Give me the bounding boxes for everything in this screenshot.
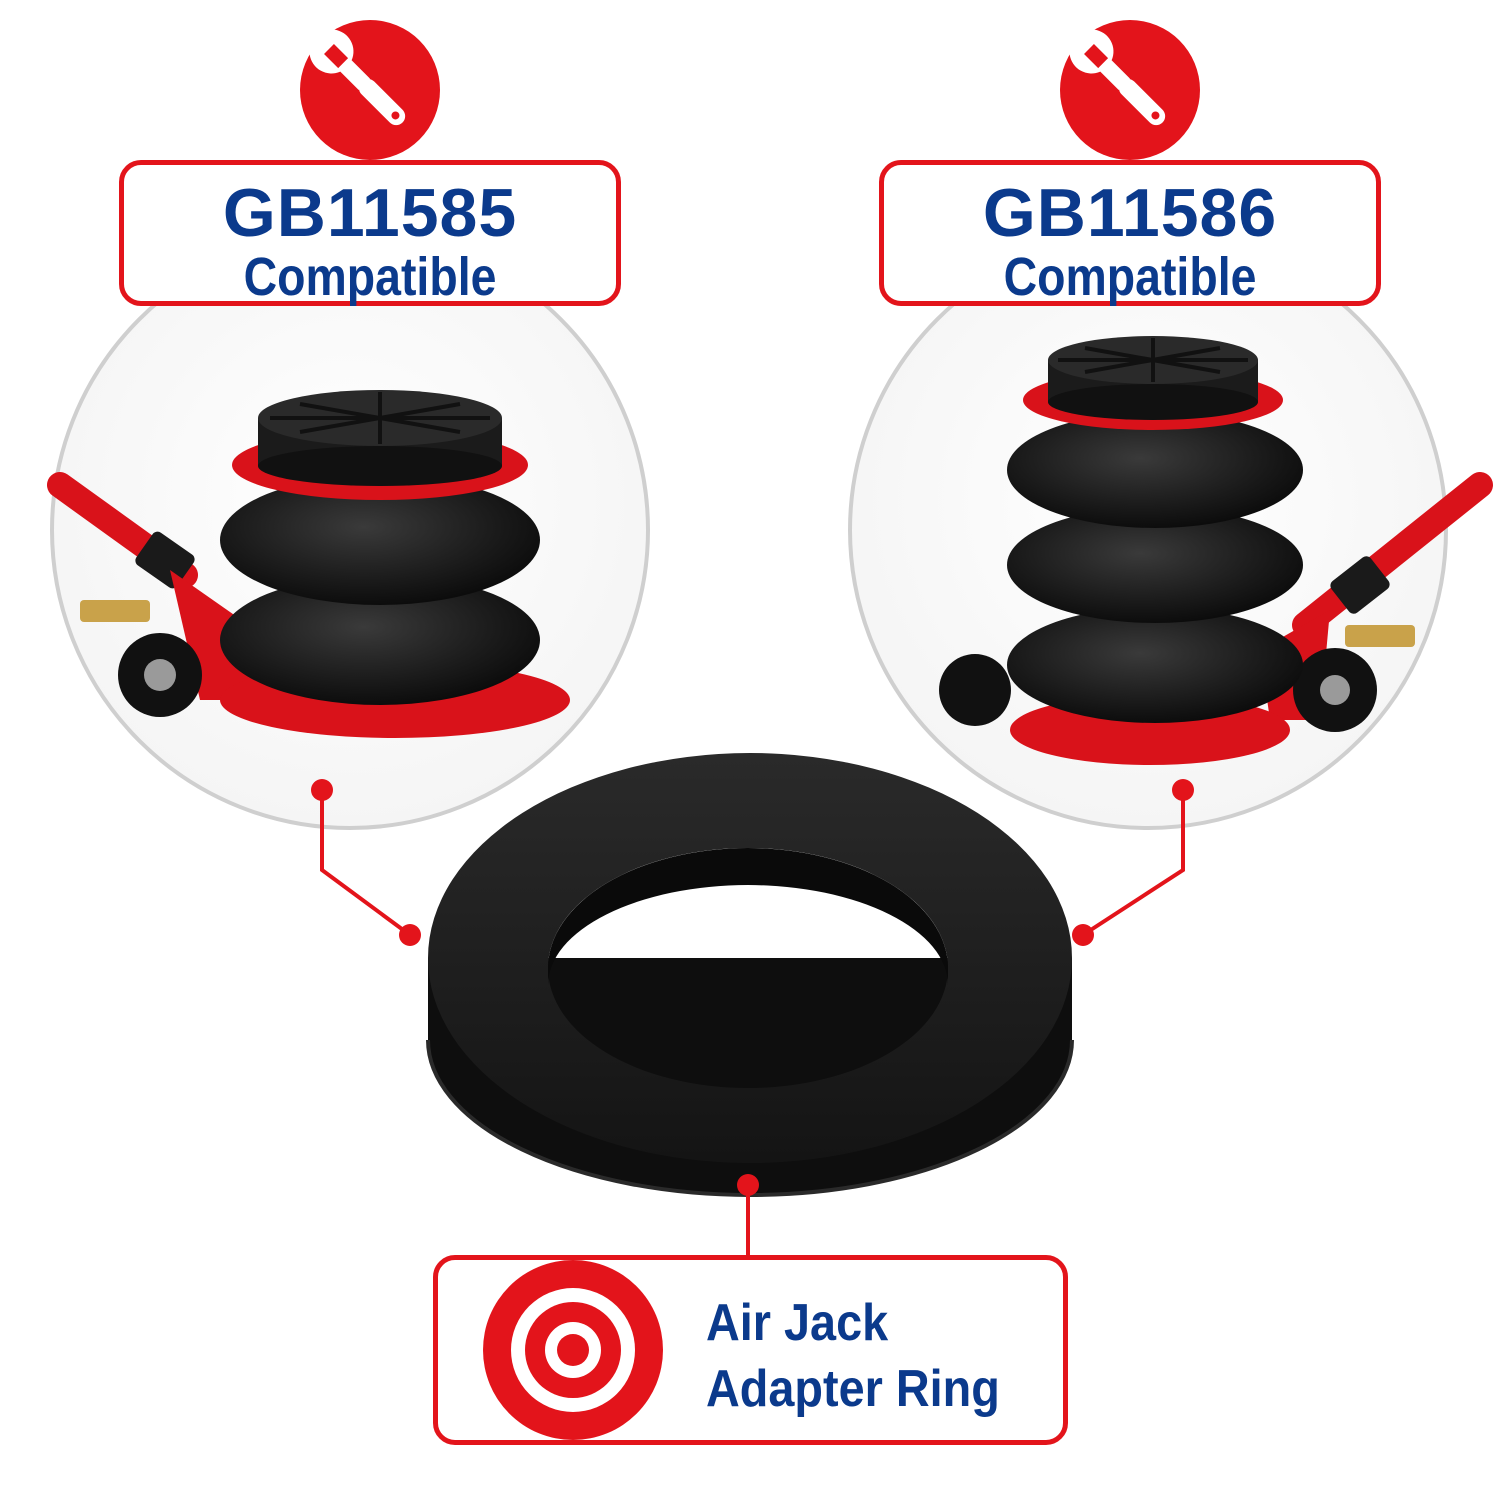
wrench-icon <box>300 20 440 160</box>
product-title-line2: Adapter Ring <box>706 1360 1000 1418</box>
product-name-label: Air Jack Adapter Ring <box>433 1255 1068 1445</box>
left-model-number: GB11585 <box>222 175 518 251</box>
right-compat-label: GB11586 Compatible <box>879 160 1381 306</box>
target-icon <box>483 1260 663 1440</box>
connector-lines <box>320 790 1185 1255</box>
right-model-number: GB11586 <box>982 175 1278 251</box>
right-product-photo <box>848 230 1493 830</box>
product-title: Air Jack Adapter Ring <box>706 1290 1000 1422</box>
wrench-icon <box>1060 20 1200 160</box>
left-product-photo <box>47 230 650 830</box>
product-title-line1: Air Jack <box>706 1294 889 1352</box>
right-compat-text: Compatible <box>1003 247 1257 307</box>
adapter-ring-photo <box>426 753 1074 1197</box>
connector-dots <box>311 779 1194 1196</box>
left-compat-text: Compatible <box>243 247 497 307</box>
left-compat-label: GB11585 Compatible <box>119 160 621 306</box>
